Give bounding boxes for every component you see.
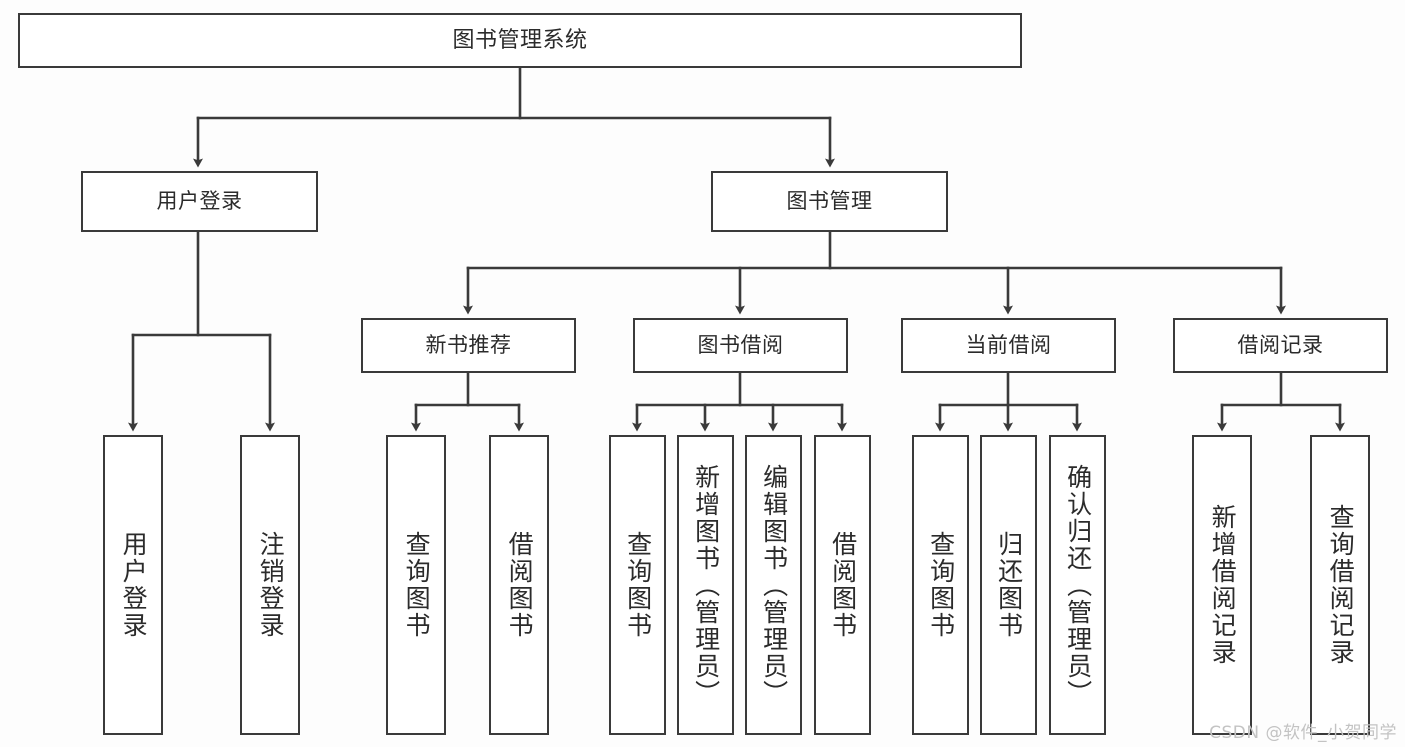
node-label: 图书管理 <box>786 189 873 213</box>
node-label: 借阅图书 <box>828 531 858 639</box>
leaf-user-login-sign-in[interactable]: 用户登录 <box>103 435 163 735</box>
node-user-login[interactable]: 用户登录 <box>81 171 318 232</box>
leaf-new-book-borrow-book[interactable]: 借阅图书 <box>489 435 549 735</box>
leaf-current-return-book[interactable]: 归还图书 <box>980 435 1037 735</box>
node-label: 图书借阅 <box>697 333 784 357</box>
node-label: 查询图书 <box>926 531 956 639</box>
node-label: 查询借阅记录 <box>1326 504 1356 666</box>
node-label: 新增图书（管理员） <box>691 463 721 707</box>
node-label: 查询图书 <box>623 531 653 639</box>
node-label: 用户登录 <box>119 531 149 639</box>
leaf-record-add-borrow-record[interactable]: 新增借阅记录 <box>1192 435 1252 735</box>
leaf-borrow-query-book[interactable]: 查询图书 <box>609 435 666 735</box>
node-book-management[interactable]: 图书管理 <box>711 171 948 232</box>
node-new-book-recommendation[interactable]: 新书推荐 <box>361 318 576 373</box>
node-label: 查询图书 <box>402 531 432 639</box>
node-label: 用户登录 <box>156 189 243 213</box>
leaf-borrow-edit-book-admin[interactable]: 编辑图书（管理员） <box>745 435 802 735</box>
node-label: 借阅记录 <box>1237 333 1324 357</box>
leaf-borrow-borrow-book[interactable]: 借阅图书 <box>814 435 871 735</box>
leaf-current-confirm-return-admin[interactable]: 确认归还（管理员） <box>1049 435 1106 735</box>
node-label: 确认归还（管理员） <box>1063 463 1093 707</box>
leaf-record-query-borrow-record[interactable]: 查询借阅记录 <box>1310 435 1370 735</box>
node-label: 新书推荐 <box>425 333 512 357</box>
node-root-book-management-system[interactable]: 图书管理系统 <box>18 13 1022 68</box>
leaf-current-query-book[interactable]: 查询图书 <box>912 435 969 735</box>
node-label: 编辑图书（管理员） <box>759 463 789 707</box>
node-label: 归还图书 <box>994 531 1024 639</box>
leaf-new-book-query-book[interactable]: 查询图书 <box>386 435 446 735</box>
watermark: CSDN @软件_小贺同学 <box>1209 723 1397 743</box>
node-book-borrowing[interactable]: 图书借阅 <box>633 318 848 373</box>
node-borrowing-record[interactable]: 借阅记录 <box>1173 318 1388 373</box>
node-label: 借阅图书 <box>505 531 535 639</box>
node-current-borrowing[interactable]: 当前借阅 <box>901 318 1116 373</box>
leaf-borrow-add-book-admin[interactable]: 新增图书（管理员） <box>677 435 734 735</box>
node-label: 新增借阅记录 <box>1208 504 1238 666</box>
node-label: 当前借阅 <box>965 333 1052 357</box>
node-label: 注销登录 <box>256 531 286 639</box>
leaf-user-login-sign-out[interactable]: 注销登录 <box>240 435 300 735</box>
node-label: 图书管理系统 <box>452 27 588 53</box>
